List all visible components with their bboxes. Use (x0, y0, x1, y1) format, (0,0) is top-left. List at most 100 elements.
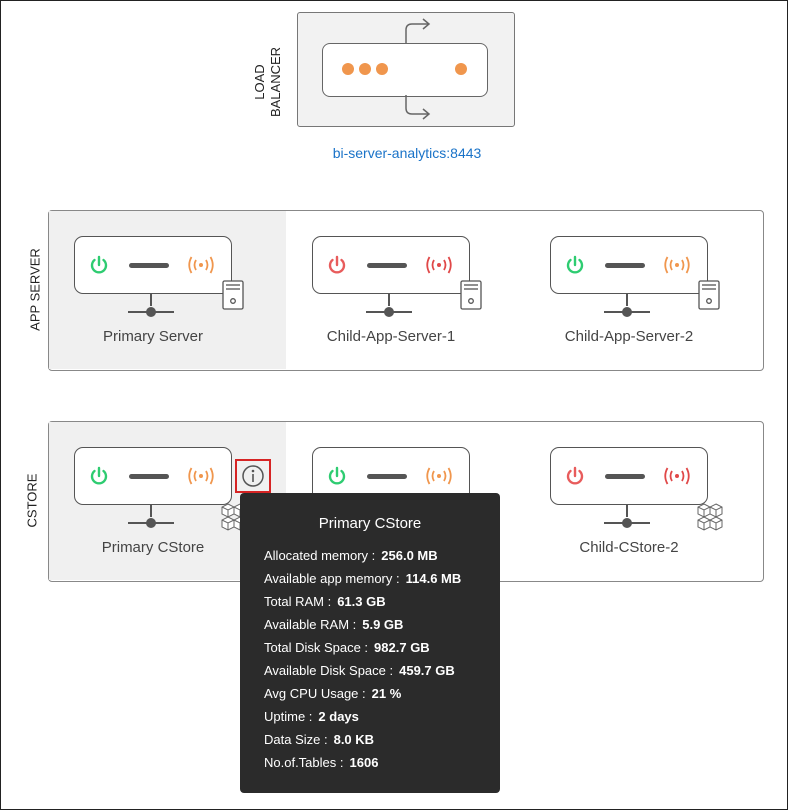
power-status (564, 254, 586, 281)
lb-status-dot (455, 63, 467, 75)
server-tower-icon (698, 280, 720, 310)
load-balancer-label-line1: LOAD (252, 64, 267, 100)
tooltip-row-key: Total Disk Space : (264, 640, 369, 655)
monitor-knob (622, 518, 632, 528)
lb-status-dot (359, 63, 371, 75)
node-status-bar (367, 263, 407, 268)
power-icon (328, 255, 346, 274)
monitor-stand (626, 505, 628, 517)
lower-arrow-icon (405, 95, 431, 120)
monitor-knob (622, 307, 632, 317)
power-status (564, 465, 586, 492)
tooltip-row-value: 21 % (371, 686, 402, 701)
tooltip-row: Data Size : 8.0 KB (264, 732, 374, 747)
tooltip-row-value: 114.6 MB (405, 571, 462, 586)
node-monitor[interactable] (550, 236, 708, 294)
load-balancer-label-line2: BALANCER (268, 46, 283, 118)
node-name: Primary CStore (101, 539, 205, 556)
monitor-stand (150, 505, 152, 517)
node-name: Child-CStore-2 (579, 539, 679, 556)
node-monitor[interactable] (550, 447, 708, 505)
tooltip-row: Available Disk Space : 459.7 GB (264, 663, 455, 678)
load-balancer-label: LOAD BALANCER (248, 38, 288, 117)
info-button[interactable] (235, 459, 271, 493)
node-status-bar (605, 263, 645, 268)
tooltip-title: Primary CStore (318, 515, 422, 532)
power-icon (90, 466, 108, 485)
monitor-stand (388, 294, 390, 306)
tooltip-row-value: 256.0 MB (381, 548, 438, 563)
app-server-group-label: APP SERVER (27, 248, 43, 331)
node-monitor[interactable] (312, 236, 470, 294)
power-status (88, 465, 110, 492)
server-badge (222, 280, 244, 315)
tooltip-row-key: Data Size : (264, 732, 328, 747)
tooltip-row-key: Uptime : (264, 709, 313, 724)
monitor-knob (384, 307, 394, 317)
node-status-bar (129, 263, 169, 268)
power-icon (90, 255, 108, 274)
node-name: Child-App-Server-2 (564, 328, 694, 345)
lb-status-dot (342, 63, 354, 75)
tooltip-row: Available RAM : 5.9 GB (264, 617, 403, 632)
signal-status (423, 465, 455, 492)
tooltip-row: Total RAM :61.3 GB (264, 594, 386, 609)
node-monitor[interactable] (74, 447, 232, 505)
server-badge (698, 280, 720, 315)
node-status-bar (605, 474, 645, 479)
power-status (326, 465, 348, 492)
load-balancer-host-link[interactable]: bi-server-analytics:8443 (332, 145, 482, 161)
broadcast-icon (188, 467, 214, 485)
tooltip-row-key: Available app memory : (264, 571, 400, 586)
server-tower-icon (460, 280, 482, 310)
tooltip-row-value: 982.7 GB (374, 640, 430, 655)
signal-status (661, 254, 693, 281)
broadcast-icon (426, 256, 452, 274)
tooltip-row-key: Avg CPU Usage : (264, 686, 366, 701)
monitor-knob (146, 307, 156, 317)
node-status-bar (367, 474, 407, 479)
node-status-bar (129, 474, 169, 479)
power-status (326, 254, 348, 281)
node-monitor[interactable] (74, 236, 232, 294)
signal-status (185, 254, 217, 281)
power-icon (566, 466, 584, 485)
cstore-details-tooltip: Primary CStore Allocated memory : 256.0 M… (240, 493, 500, 793)
signal-status (423, 254, 455, 281)
tooltip-row-value: 459.7 GB (399, 663, 455, 678)
monitor-stand (626, 294, 628, 306)
tooltip-row: Total Disk Space : 982.7 GB (264, 640, 430, 655)
tooltip-row-key: Available RAM : (264, 617, 357, 632)
monitor-knob (146, 518, 156, 528)
server-badge (460, 280, 482, 315)
tooltip-row-value: 2 days (318, 709, 359, 724)
upper-arrow-icon (405, 18, 431, 44)
server-tower-icon (222, 280, 244, 310)
tooltip-row-value: 1606 (349, 755, 379, 770)
broadcast-icon (188, 256, 214, 274)
signal-status (661, 465, 693, 492)
cstore-badge (694, 502, 726, 539)
broadcast-icon (426, 467, 452, 485)
node-name: Primary Server (102, 328, 203, 345)
tooltip-row-value: 8.0 KB (333, 732, 375, 747)
broadcast-icon (664, 256, 690, 274)
signal-status (185, 465, 217, 492)
lb-status-dot (376, 63, 388, 75)
monitor-stand (150, 294, 152, 306)
power-status (88, 254, 110, 281)
tooltip-row: Available app memory : 114.6 MB (264, 571, 461, 586)
broadcast-icon (664, 467, 690, 485)
tooltip-row: Avg CPU Usage : 21 % (264, 686, 401, 701)
tooltip-row: No.of.Tables : 1606 (264, 755, 378, 770)
tooltip-row-key: Available Disk Space : (264, 663, 394, 678)
cubes-icon (697, 503, 723, 531)
power-icon (328, 466, 346, 485)
cstore-group-label: CSTORE (24, 473, 40, 528)
tooltip-row-key: Allocated memory : (264, 548, 376, 563)
power-icon (566, 255, 584, 274)
tooltip-row-value: 5.9 GB (362, 617, 404, 632)
info-icon (242, 465, 264, 487)
tooltip-row-value: 61.3 GB (337, 594, 386, 609)
tooltip-row-key: No.of.Tables : (264, 755, 344, 770)
